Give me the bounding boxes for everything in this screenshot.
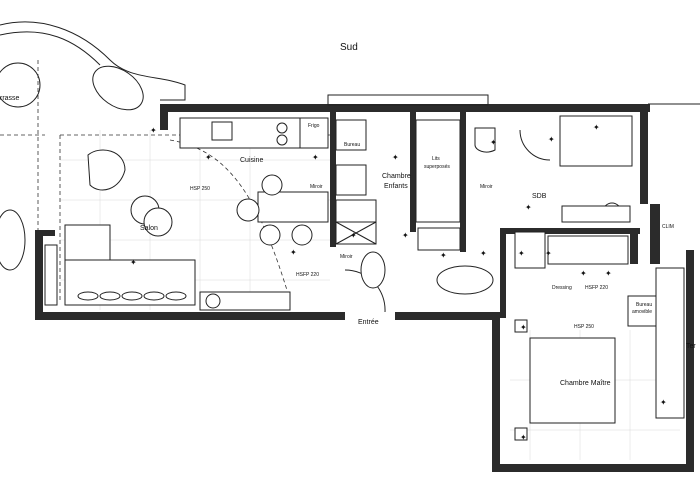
svg-text:✦: ✦ bbox=[580, 269, 587, 278]
svg-text:✦: ✦ bbox=[548, 135, 555, 144]
svg-text:✦: ✦ bbox=[350, 231, 357, 240]
chair-2 bbox=[236, 198, 260, 222]
bunk-beds bbox=[415, 119, 461, 223]
svg-text:✦: ✦ bbox=[312, 153, 319, 162]
armchair bbox=[87, 149, 126, 191]
label-bureau-amovible-2: amovible bbox=[632, 309, 652, 315]
bathtub bbox=[559, 115, 633, 167]
label-miroir-1: Miroir bbox=[310, 184, 323, 190]
removable-desk bbox=[627, 295, 657, 327]
fridge bbox=[299, 117, 329, 149]
vanity bbox=[561, 205, 631, 223]
chair-4 bbox=[291, 224, 313, 246]
stool-2 bbox=[99, 291, 121, 301]
label-terrasse-right: Ter bbox=[686, 343, 696, 350]
terrace-lounger bbox=[92, 65, 144, 111]
svg-text:✦: ✦ bbox=[520, 323, 527, 332]
svg-text:✦: ✦ bbox=[205, 153, 212, 162]
chair-1 bbox=[261, 174, 283, 196]
stairs-2 bbox=[417, 227, 461, 251]
label-lits-2: superposés bbox=[424, 164, 450, 170]
svg-text:✦: ✦ bbox=[402, 231, 409, 240]
entry-box bbox=[514, 231, 546, 269]
top-window bbox=[327, 94, 489, 106]
entry-rug bbox=[360, 251, 386, 289]
ceiling-lights: ✦ ✦ ✦ ✦ ✦ ✦ ✦ ✦ ✦ ✦ ✦ ✦ ✦ ✦ ✦ ✦ ✦ ✦ ✦ ✦ … bbox=[130, 123, 667, 442]
svg-text:✦: ✦ bbox=[525, 203, 532, 212]
sink bbox=[211, 121, 233, 141]
label-frigo: Frigo bbox=[308, 123, 320, 129]
terrace-table bbox=[0, 62, 41, 108]
stairs-1 bbox=[335, 164, 367, 196]
svg-text:✦: ✦ bbox=[440, 251, 447, 260]
side-shelf bbox=[44, 244, 58, 306]
label-hsfp-220-2: HSFP 220 bbox=[585, 285, 608, 291]
label-salon: Salon bbox=[140, 225, 158, 232]
dining-table bbox=[257, 191, 329, 223]
svg-text:✦: ✦ bbox=[593, 123, 600, 132]
svg-text:✦: ✦ bbox=[130, 258, 137, 267]
nightstand-1 bbox=[514, 319, 528, 333]
label-hsp-chambre: HSP 250 bbox=[574, 324, 594, 330]
label-chambre-maitre: Chambre Maître bbox=[560, 380, 611, 387]
label-bureau: Bureau bbox=[344, 142, 360, 148]
svg-text:✦: ✦ bbox=[290, 248, 297, 257]
hob-1 bbox=[276, 122, 288, 134]
chair-3 bbox=[259, 224, 281, 246]
stool-1 bbox=[77, 291, 99, 301]
label-chambre-enfants-1: Chambre bbox=[382, 173, 411, 180]
svg-text:✦: ✦ bbox=[480, 249, 487, 258]
dressing-rack bbox=[547, 235, 629, 265]
nightstand-2 bbox=[514, 427, 528, 441]
label-hsp-salon: HSP 250 bbox=[190, 186, 210, 192]
label-sud: Sud bbox=[340, 42, 358, 53]
label-lits-1: Lits bbox=[432, 156, 440, 162]
master-bed bbox=[529, 337, 616, 424]
svg-text:✦: ✦ bbox=[150, 126, 157, 135]
hall-rug bbox=[436, 265, 494, 295]
svg-text:✦: ✦ bbox=[605, 269, 612, 278]
label-hsfp-220-1: HSFP 220 bbox=[296, 272, 319, 278]
stool-3 bbox=[121, 291, 143, 301]
terrace-outline bbox=[0, 21, 186, 101]
label-miroir-2: Miroir bbox=[340, 254, 353, 260]
svg-text:✦: ✦ bbox=[660, 398, 667, 407]
svg-text:✦: ✦ bbox=[392, 153, 399, 162]
walls bbox=[35, 104, 694, 472]
stool-5 bbox=[165, 291, 187, 301]
svg-text:✦: ✦ bbox=[518, 249, 525, 258]
label-chambre-enfants-2: Enfants bbox=[384, 183, 408, 190]
svg-text:✦: ✦ bbox=[490, 138, 497, 147]
toilet bbox=[474, 127, 496, 153]
left-chair bbox=[0, 209, 26, 271]
round-stool bbox=[205, 293, 221, 309]
label-dressing: Dressing bbox=[552, 285, 572, 291]
storage-x2 bbox=[335, 221, 377, 245]
coffee-table-2 bbox=[143, 207, 173, 237]
bureau-box bbox=[335, 119, 367, 151]
label-terrasse: rrasse bbox=[0, 95, 20, 102]
wardrobe bbox=[655, 267, 685, 419]
label-sdb: SDB bbox=[532, 193, 547, 200]
label-entree: Entrée bbox=[358, 319, 379, 326]
stool-4 bbox=[143, 291, 165, 301]
hob-2 bbox=[276, 134, 288, 146]
label-bureau-amovible-1: Bureau bbox=[636, 302, 652, 308]
low-cabinet bbox=[199, 291, 291, 311]
sdb-door-arc bbox=[519, 129, 551, 161]
svg-text:✦: ✦ bbox=[545, 249, 552, 258]
label-cuisine: Cuisine bbox=[240, 157, 263, 164]
svg-text:✦: ✦ bbox=[520, 433, 527, 442]
terrace-inner-line bbox=[0, 31, 101, 66]
label-miroir-3: Miroir bbox=[480, 184, 493, 190]
desk-unit bbox=[335, 199, 377, 223]
label-clim: CLIM bbox=[662, 224, 674, 230]
